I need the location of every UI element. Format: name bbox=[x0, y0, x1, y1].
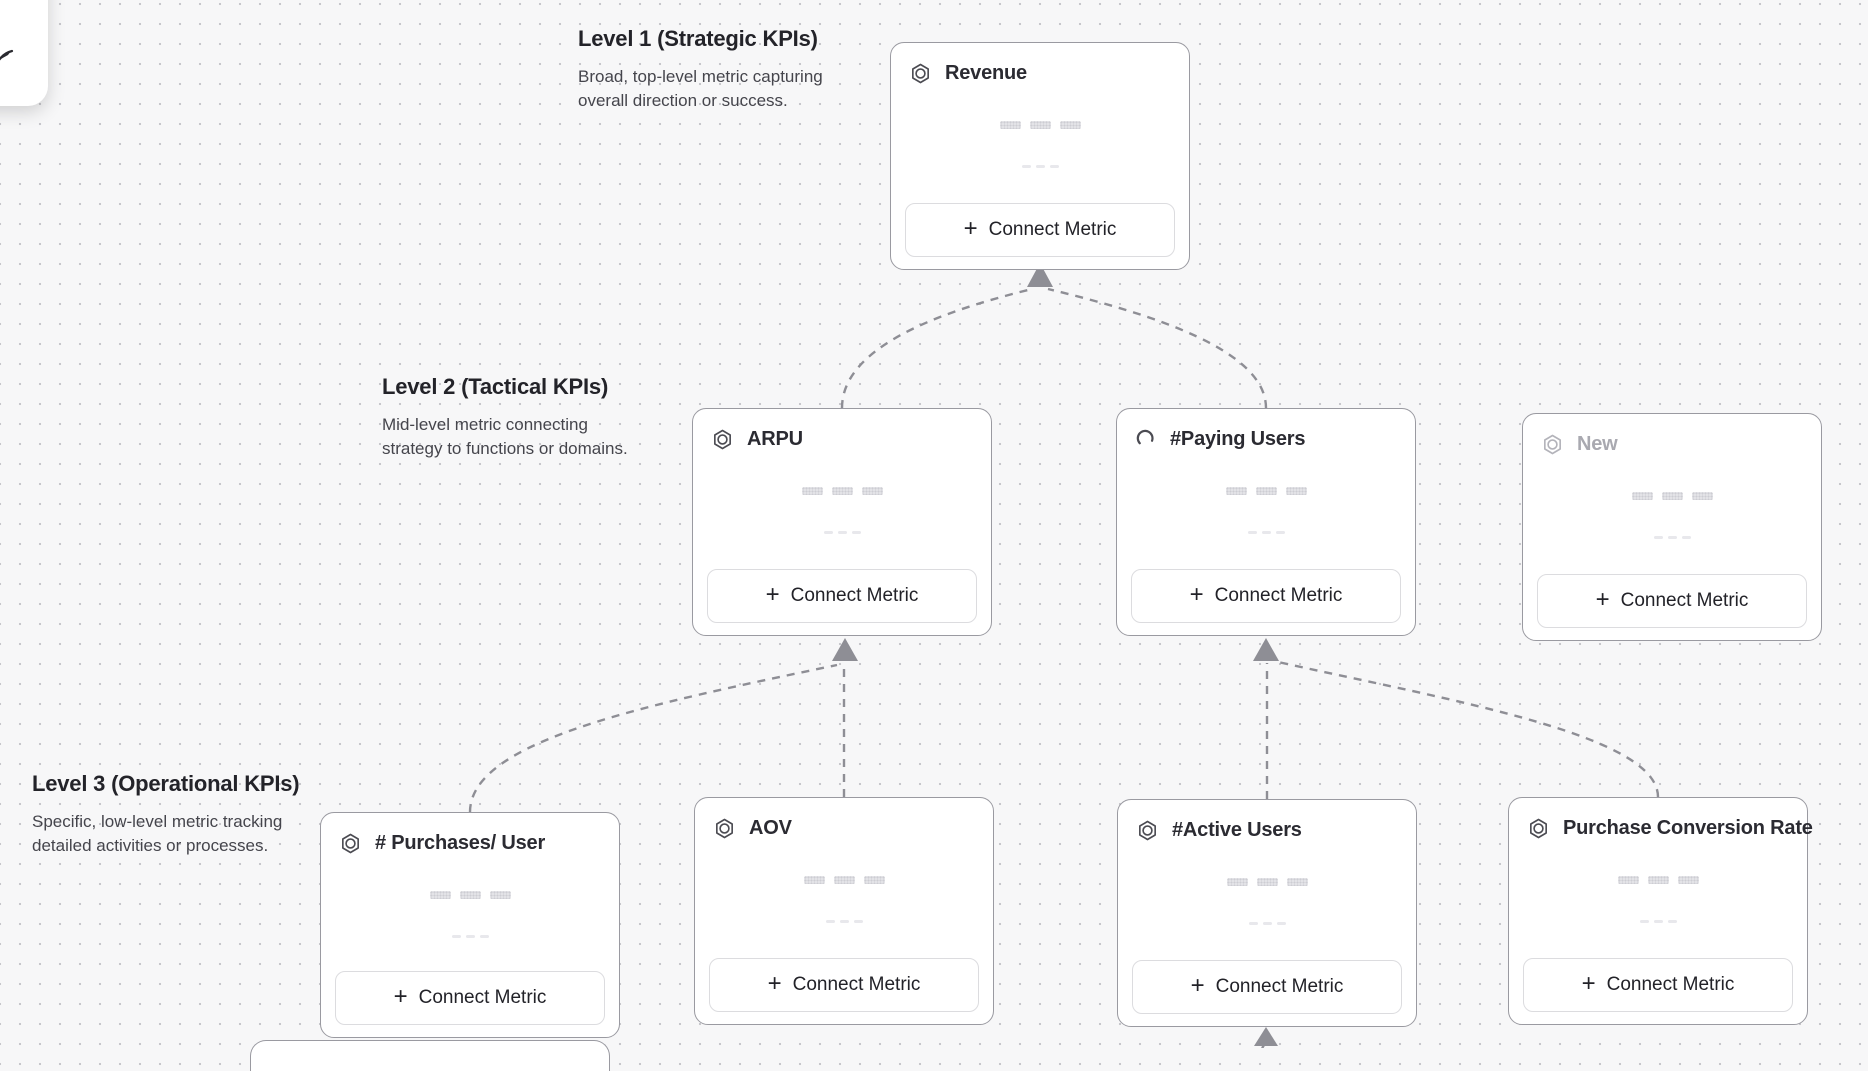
connect-metric-button[interactable]: + Connect Metric bbox=[1523, 958, 1793, 1012]
cursor-tool-button[interactable] bbox=[0, 0, 48, 106]
level-1-heading: Level 1 (Strategic KPIs) Broad, top-leve… bbox=[578, 26, 838, 113]
plus-icon: + bbox=[1189, 581, 1204, 608]
metric-node-arpu[interactable]: ARPU + Connect Metric bbox=[692, 408, 992, 636]
spinner-icon bbox=[1135, 429, 1157, 451]
hexagon-metric-icon bbox=[713, 817, 736, 840]
metric-placeholder-skeleton bbox=[1117, 487, 1415, 534]
metric-node-aov[interactable]: AOV + Connect Metric bbox=[694, 797, 994, 1025]
hexagon-metric-icon bbox=[339, 832, 362, 855]
hexagon-metric-icon bbox=[1527, 817, 1550, 840]
metric-title: Purchase Conversion Rate bbox=[1563, 817, 1813, 839]
connect-metric-button[interactable]: + Connect Metric bbox=[1131, 569, 1401, 623]
level-2-description: Mid-level metric connecting strategy to … bbox=[382, 415, 628, 458]
plus-icon: + bbox=[1190, 972, 1205, 999]
hexagon-metric-icon bbox=[711, 428, 734, 451]
metric-node-purchases-per-user[interactable]: # Purchases/ User + Connect Metric bbox=[320, 812, 620, 1038]
connect-metric-label: Connect Metric bbox=[1215, 976, 1344, 997]
level-2-title: Level 2 (Tactical KPIs) bbox=[382, 374, 609, 399]
plus-icon: + bbox=[767, 970, 782, 997]
connect-metric-button[interactable]: + Connect Metric bbox=[709, 958, 979, 1012]
metric-node-revenue[interactable]: Revenue + Connect Metric bbox=[890, 42, 1190, 270]
metric-placeholder-skeleton bbox=[321, 891, 619, 938]
connect-metric-label: Connect Metric bbox=[1214, 585, 1343, 606]
metric-node-paying-users[interactable]: #Paying Users + Connect Metric bbox=[1116, 408, 1416, 636]
cursor-icon bbox=[0, 49, 14, 61]
metric-node-purchase-conversion-rate[interactable]: Purchase Conversion Rate + Connect Metri… bbox=[1508, 797, 1813, 1025]
hexagon-metric-icon bbox=[1136, 819, 1159, 842]
plus-icon: + bbox=[765, 581, 780, 608]
plus-icon: + bbox=[1595, 586, 1610, 613]
hexagon-metric-icon bbox=[1541, 433, 1564, 456]
connect-metric-button[interactable]: + Connect Metric bbox=[905, 203, 1175, 257]
level-3-heading: Level 3 (Operational KPIs) Specific, low… bbox=[32, 771, 300, 858]
connect-metric-label: Connect Metric bbox=[792, 974, 921, 995]
connect-metric-label: Connect Metric bbox=[1620, 590, 1749, 611]
metric-title: #Paying Users bbox=[1170, 428, 1306, 450]
metric-title: New bbox=[1577, 433, 1618, 455]
connect-metric-label: Connect Metric bbox=[790, 585, 919, 606]
metric-node-partial[interactable] bbox=[250, 1040, 610, 1071]
level-1-description: Broad, top-level metric capturing overal… bbox=[578, 67, 823, 110]
connect-metric-label: Connect Metric bbox=[1606, 974, 1735, 995]
metric-placeholder-skeleton bbox=[1509, 876, 1807, 923]
plus-icon: + bbox=[393, 983, 408, 1010]
metric-node-new[interactable]: New + Connect Metric bbox=[1522, 413, 1822, 641]
hexagon-metric-icon bbox=[909, 62, 932, 85]
metric-title: Revenue bbox=[945, 62, 1027, 84]
connect-metric-label: Connect Metric bbox=[988, 219, 1117, 240]
connector-edges bbox=[468, 263, 1660, 1048]
level-3-description: Specific, low-level metric tracking deta… bbox=[32, 812, 283, 855]
metric-placeholder-skeleton bbox=[693, 487, 991, 534]
metric-placeholder-skeleton bbox=[1118, 878, 1416, 925]
connect-metric-button[interactable]: + Connect Metric bbox=[335, 971, 605, 1025]
metric-title: AOV bbox=[749, 817, 792, 839]
connect-metric-button[interactable]: + Connect Metric bbox=[1537, 574, 1807, 628]
metric-placeholder-skeleton bbox=[1523, 492, 1821, 539]
plus-icon: + bbox=[1581, 970, 1596, 997]
metric-placeholder-skeleton bbox=[891, 121, 1189, 168]
connect-metric-button[interactable]: + Connect Metric bbox=[707, 569, 977, 623]
level-2-heading: Level 2 (Tactical KPIs) Mid-level metric… bbox=[382, 374, 642, 461]
metric-title: # Purchases/ User bbox=[375, 832, 546, 854]
connect-metric-label: Connect Metric bbox=[418, 987, 547, 1008]
metric-node-active-users[interactable]: #Active Users + Connect Metric bbox=[1117, 799, 1417, 1027]
metric-title: ARPU bbox=[747, 428, 803, 450]
connect-metric-button[interactable]: + Connect Metric bbox=[1132, 960, 1402, 1014]
metric-title: #Active Users bbox=[1172, 819, 1302, 841]
metric-placeholder-skeleton bbox=[695, 876, 993, 923]
level-3-title: Level 3 (Operational KPIs) bbox=[32, 771, 300, 796]
plus-icon: + bbox=[963, 215, 978, 242]
level-1-title: Level 1 (Strategic KPIs) bbox=[578, 26, 818, 51]
